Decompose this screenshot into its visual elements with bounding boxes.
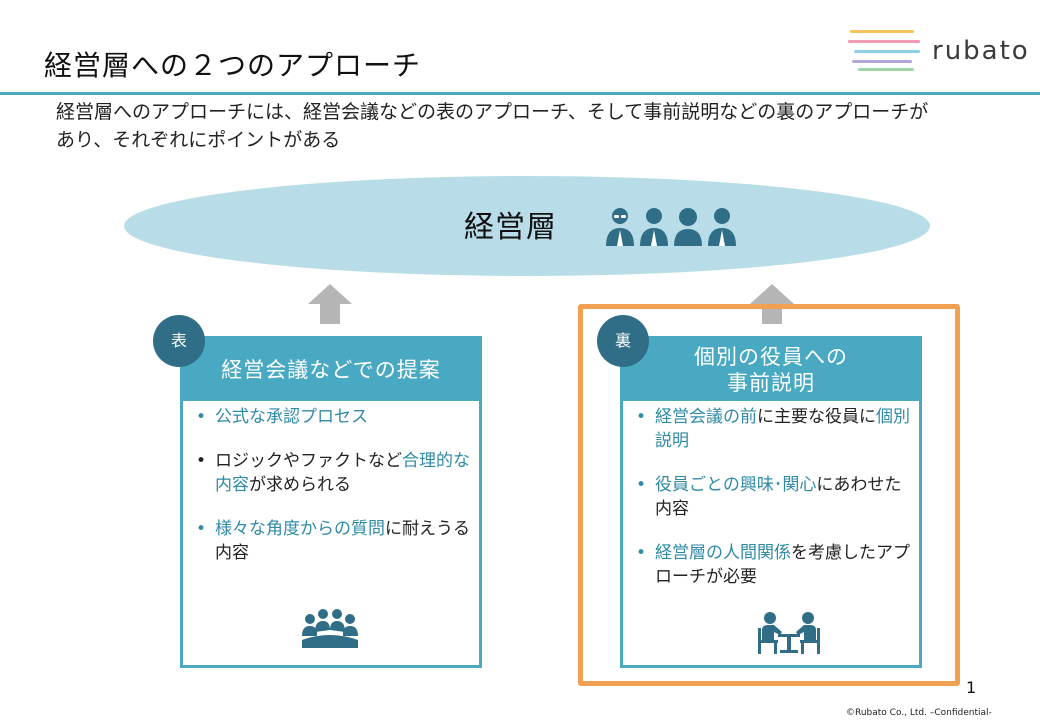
team-meeting-icon — [302, 609, 358, 648]
informal-approach-list: • 経営会議の前に主要な役員に個別説明 • 役員ごとの興味･関心にあわせた内容 … — [633, 405, 911, 609]
informal-approach-heading: 個別の役員への 事前説明 — [623, 339, 919, 401]
formal-approach-list: • 公式な承認プロセス • ロジックやファクトなど合理的な内容が求められる • … — [193, 405, 471, 585]
list-item: • 役員ごとの興味･関心にあわせた内容 — [635, 475, 902, 519]
list-item: • ロジックやファクトなど合理的な内容が求められる — [195, 451, 470, 495]
formal-tag-badge: 表 — [153, 315, 205, 367]
lead-line-2: あり、それぞれにポイントがある — [56, 129, 341, 151]
up-arrow-icon — [308, 284, 352, 324]
informal-tag-badge: 裏 — [597, 315, 649, 367]
lead-text: 経営層へのアプローチには、経営会議などの表のアプローチ、そして事前説明などの裏の… — [56, 98, 1006, 154]
logo-stripes-icon — [848, 30, 920, 71]
formal-approach-heading: 経営会議などでの提案 — [183, 339, 479, 401]
list-item: • 公式な承認プロセス — [195, 407, 368, 427]
executives-label: 経営層 — [464, 210, 557, 245]
executives-ellipse — [124, 176, 930, 276]
list-item: • 経営会議の前に主要な役員に個別説明 — [635, 407, 910, 451]
page-title: 経営層への２つのアプローチ — [44, 49, 422, 82]
title-divider — [0, 92, 1040, 95]
page-number: 1 — [966, 678, 977, 697]
one-on-one-meeting-icon — [758, 612, 820, 654]
list-item: • 経営層の人間関係を考慮したアプローチが必要 — [635, 543, 910, 587]
lead-line-1: 経営層へのアプローチには、経営会議などの表のアプローチ、そして事前説明などの裏の… — [56, 101, 929, 123]
logo-text: rubato — [932, 36, 1030, 66]
highlight-frame — [578, 304, 960, 686]
formal-approach-box: 経営会議などでの提案 • 公式な承認プロセス • ロジックやファクトなど合理的な… — [180, 336, 482, 668]
copyright-notice: ©Rubato Co., Ltd. –Confidential- — [846, 708, 992, 718]
list-item: • 様々な角度からの質問に耐えうる内容 — [195, 519, 470, 563]
people-group-icon — [606, 208, 736, 246]
